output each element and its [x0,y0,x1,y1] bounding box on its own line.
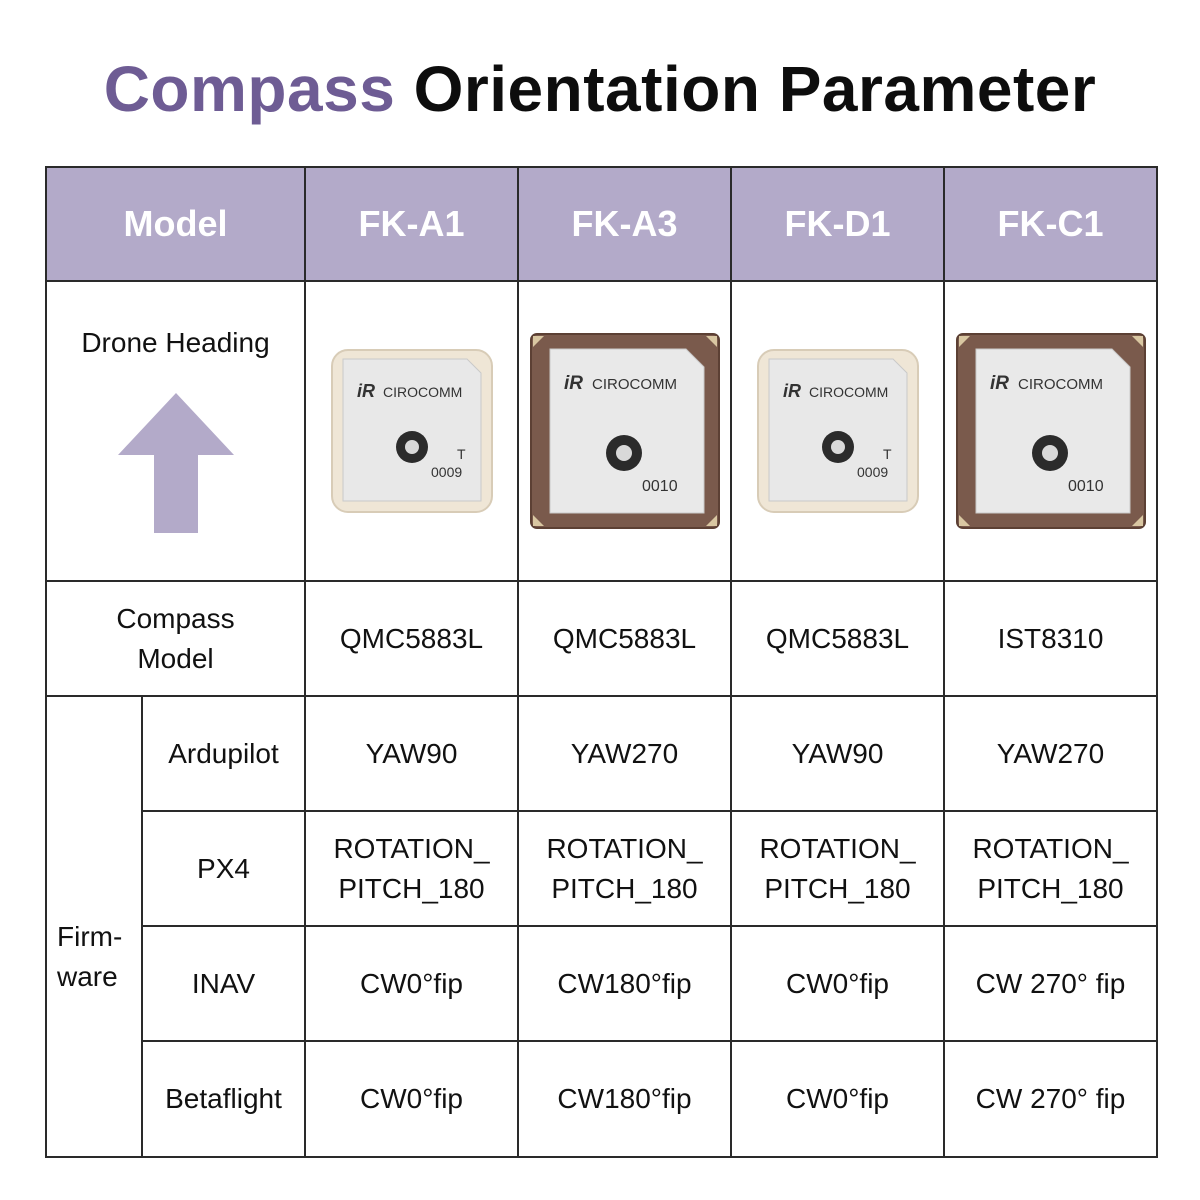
firmware-value: YAW270 [517,695,732,812]
header-row: Model FK-A1 FK-A3 FK-D1 FK-C1 [45,166,1158,282]
firmware-row-ardupilot: Firm- ware Ardupilot YAW90 YAW270 YAW90 … [45,695,1158,1158]
firmware-value: CW0°fip [730,925,945,1042]
module-code: 0010 [1068,478,1104,495]
drone-heading-cell: Drone Heading [45,280,306,582]
firmware-value: CW 270° fip [943,1040,1158,1158]
firmware-name: PX4 [141,810,306,927]
gps-antenna-module-image: iR CIROCOMM 0010 [529,333,720,529]
compass-model-fk-c1: IST8310 [943,580,1158,697]
module-code: 0009 [431,464,462,480]
firmware-value: ROTATION_ PITCH_180 [517,810,732,927]
firmware-row-betaflight: Betaflight CW0°fip CW180°fip CW0°fip CW … [46,1040,1158,1158]
firmware-value: CW180°fip [517,1040,732,1158]
module-logo: iR [990,373,1009,394]
firmware-name: INAV [141,925,306,1042]
firmware-row-px4: PX4 ROTATION_ PITCH_180 ROTATION_ PITCH_… [46,810,1158,927]
firmware-value: ROTATION_ PITCH_180 [943,810,1158,927]
firmware-value: ROTATION_ PITCH_180 [730,810,945,927]
gps-antenna-module-image: iR CIROCOMM 0010 [955,333,1146,529]
module-code: 0009 [857,464,888,480]
module-brand: CIROCOMM [809,384,888,400]
compass-model-fk-d1: QMC5883L [730,580,945,697]
drone-heading-row: Drone Heading iR CIROCOMM T 0009 [45,280,1158,582]
firmware-value: YAW270 [943,695,1158,812]
page-title: Compass Orientation Parameter [0,52,1200,126]
orientation-table: Model FK-A1 FK-A3 FK-D1 FK-C1 Drone Head… [45,166,1158,1158]
module-logo: iR [564,373,583,394]
module-cell-fk-d1: iR CIROCOMM T 0009 [730,280,945,582]
firmware-value: CW 270° fip [943,925,1158,1042]
firmware-value: CW0°fip [304,1040,519,1158]
firmware-value: YAW90 [730,695,945,812]
module-logo: iR [357,381,375,401]
up-arrow-icon [117,393,234,533]
header-model-fk-c1: FK-C1 [943,166,1158,282]
firmware-label: Firm- ware [45,695,143,1158]
module-logo: iR [783,381,801,401]
module-cell-fk-a3: iR CIROCOMM 0010 [517,280,732,582]
firmware-value: CW0°fip [304,925,519,1042]
header-model-fk-a3: FK-A3 [517,166,732,282]
module-mark: T [457,446,466,462]
module-cell-fk-a1: iR CIROCOMM T 0009 [304,280,519,582]
firmware-value: CW0°fip [730,1040,945,1158]
module-brand: CIROCOMM [383,384,462,400]
module-mark: T [883,446,892,462]
title-accent: Compass [103,53,396,125]
firmware-value: CW180°fip [517,925,732,1042]
compass-model-fk-a3: QMC5883L [517,580,732,697]
title-rest: Orientation Parameter [413,53,1097,125]
module-code: 0010 [642,478,678,495]
module-brand: CIROCOMM [1018,376,1103,393]
firmware-name: Ardupilot [141,695,306,812]
firmware-row-inav: INAV CW0°fip CW180°fip CW0°fip CW 270° f… [46,925,1158,1042]
header-model-label: Model [45,166,306,282]
gps-antenna-module-image: iR CIROCOMM T 0009 [330,349,493,513]
gps-antenna-module-image: iR CIROCOMM T 0009 [756,349,919,513]
header-model-fk-d1: FK-D1 [730,166,945,282]
module-brand: CIROCOMM [592,376,677,393]
drone-heading-label: Drone Heading [81,327,270,358]
compass-model-row: Compass Model QMC5883L QMC5883L QMC5883L… [45,580,1158,697]
firmware-value: YAW90 [304,695,519,812]
module-cell-fk-c1: iR CIROCOMM 0010 [943,280,1158,582]
firmware-value: ROTATION_ PITCH_180 [304,810,519,927]
header-model-fk-a1: FK-A1 [304,166,519,282]
compass-model-label: Compass Model [45,580,306,697]
compass-model-fk-a1: QMC5883L [304,580,519,697]
firmware-name: Betaflight [141,1040,306,1158]
